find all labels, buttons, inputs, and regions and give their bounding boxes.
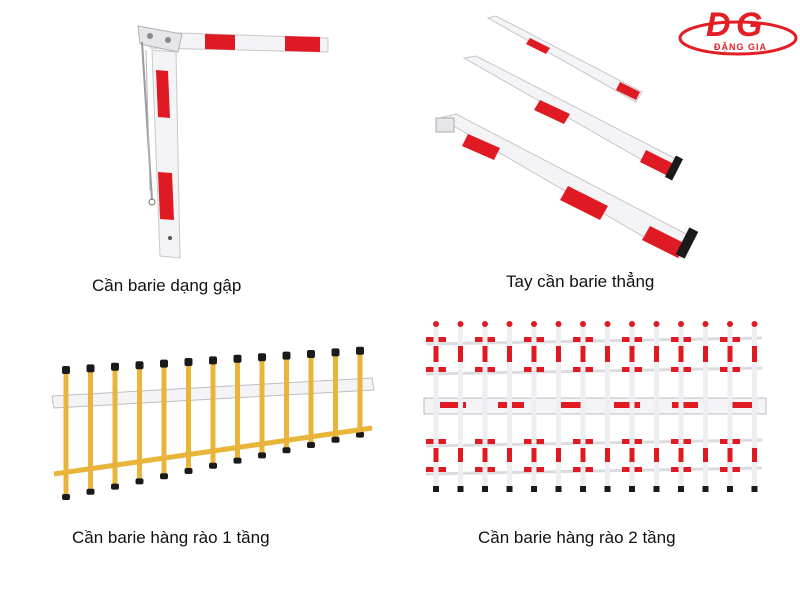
brand-logo: D G ĐẶNG GIA <box>676 0 800 62</box>
fence-2-post-foot <box>727 486 733 492</box>
product-fence-barrier-2-tier: Cần barie hàng rào 2 tầng <box>400 310 800 600</box>
fence-2-post-cap <box>531 321 537 327</box>
fence-2-beam-reflector <box>440 402 466 408</box>
fence-2-post-cap <box>727 321 733 327</box>
fence-1-post-foot <box>282 447 291 454</box>
svg-text:G: G <box>736 6 762 44</box>
fence-2-beam-reflector <box>730 402 756 408</box>
fence-2-post-foot <box>604 486 611 492</box>
fence-2-post-cap <box>604 321 611 327</box>
fence-2-post-foot <box>678 486 684 492</box>
fence-2-beam-reflector <box>614 402 640 408</box>
fence-1-post-foot <box>307 442 315 448</box>
fence-2-post-foot <box>653 486 660 492</box>
fence-1-post-cap <box>233 354 242 363</box>
fence-1-post-cap <box>62 366 70 374</box>
fence-2-post-foot <box>506 486 513 492</box>
fence-2-post-foot <box>751 486 758 492</box>
caption-fence-2-tier: Cần barie hàng rào 2 tầng <box>478 528 676 547</box>
caption-fence-1-tier: Cần barie hàng rào 1 tầng <box>72 528 270 547</box>
svg-text:ĐẶNG GIA: ĐẶNG GIA <box>714 42 767 52</box>
fence-2-post-cap <box>629 321 635 327</box>
fence-1-post-foot <box>233 457 242 464</box>
fence-2-main-beam <box>423 397 767 415</box>
fence-2-beam-reflector <box>672 402 698 408</box>
fence-1-post-cap <box>86 364 95 373</box>
fence-1-post-cap <box>356 346 364 355</box>
fence-2-post-cap <box>506 321 513 327</box>
product-folding-barrier: Cần barie dạng gập <box>0 0 400 310</box>
folding-barrier-image <box>137 25 329 259</box>
fence-1-post-foot <box>86 488 95 495</box>
svg-text:D: D <box>706 6 731 44</box>
fence-2-post-foot <box>482 486 488 492</box>
fence-2-post-foot <box>555 486 562 492</box>
fence-2-post-cap <box>555 321 562 327</box>
fence-2-post-foot <box>433 486 439 492</box>
fence-2-post-foot <box>629 486 635 492</box>
fence-1-post-foot <box>356 431 364 438</box>
fence-2-post-cap <box>751 321 758 327</box>
fence-1-post-foot <box>111 483 119 490</box>
product-straight-barrier: Tay cần barie thẳng <box>400 0 800 310</box>
fence-2-post-cap <box>653 321 660 327</box>
fence-1-post-cap <box>331 348 340 357</box>
straight-barrier-image <box>435 15 699 259</box>
fence-1-post-cap <box>111 362 119 371</box>
fence-2-post-cap <box>457 321 464 327</box>
fence-1-lower-rail <box>53 425 373 477</box>
fence-2-post-cap <box>482 321 488 327</box>
fence-1-post-cap <box>209 356 217 365</box>
fence-1-post-foot <box>331 436 340 443</box>
product-fence-barrier-1-tier: Cần barie hàng rào 1 tầng <box>0 310 400 600</box>
fence-2-beam-reflector <box>556 402 582 408</box>
fence-2-post-foot <box>702 486 709 492</box>
fence-2-post-cap <box>580 321 586 327</box>
fence-2-post-cap <box>702 321 709 327</box>
fence-1-post-foot <box>135 478 144 485</box>
fence-1-post-foot <box>209 462 217 469</box>
fence-1-post-cap <box>184 358 193 366</box>
fence-1-post-cap <box>307 350 315 358</box>
caption-folding-barrier: Cần barie dạng gập <box>92 276 242 295</box>
fence-1-post-foot <box>62 494 70 500</box>
fence-2-post-foot <box>531 486 537 492</box>
caption-straight-barrier: Tay cần barie thẳng <box>506 272 655 291</box>
fence-2-post-cap <box>678 321 684 327</box>
fence-1-post-foot <box>184 468 193 474</box>
fence-2-tier-image <box>423 321 767 492</box>
dg-logo-icon: D G ĐẶNG GIA <box>678 6 798 56</box>
fence-1-post-foot <box>258 452 266 459</box>
fence-1-post-cap <box>160 359 168 368</box>
fence-2-post-foot <box>457 486 464 492</box>
fence-1-tier-image <box>51 346 375 500</box>
fence-1-post-cap <box>282 351 291 360</box>
fence-1-post-foot <box>160 473 168 480</box>
fence-2-post-cap <box>433 321 439 327</box>
fence-1-post-cap <box>135 361 144 370</box>
fence-2-post-foot <box>580 486 586 492</box>
fence-1-post-cap <box>258 353 266 362</box>
